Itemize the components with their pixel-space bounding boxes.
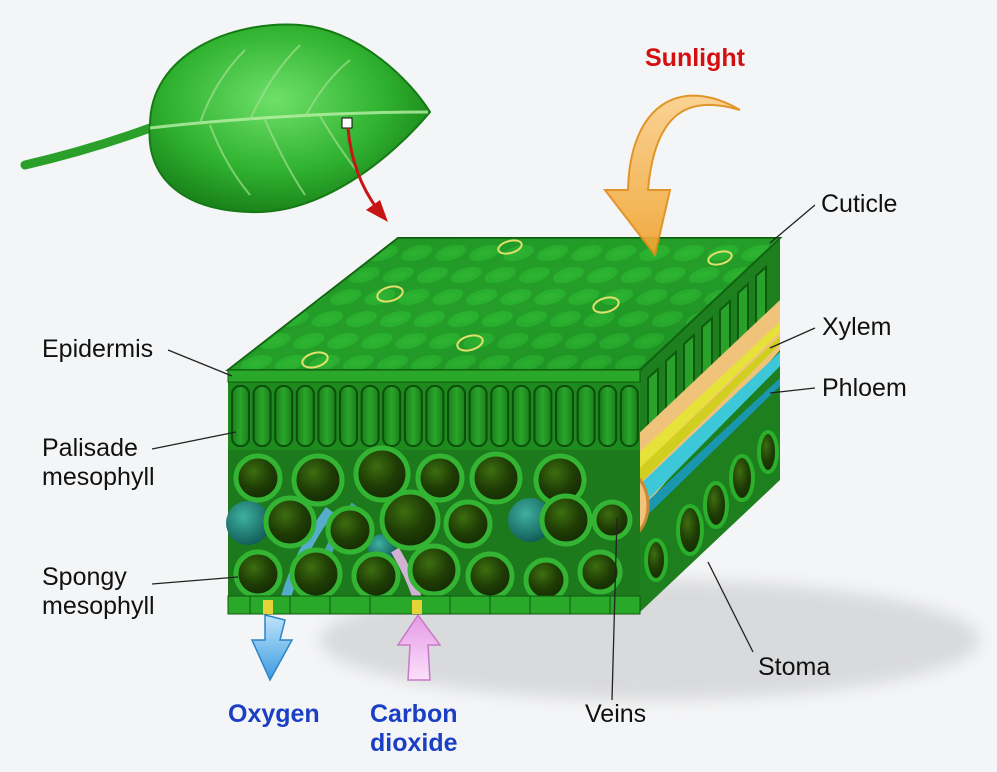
spongy-cell [325, 505, 375, 555]
carbon-dioxide-label: Carbon dioxide [370, 700, 458, 758]
palisade-cell [490, 385, 510, 447]
oxygen-arrow-icon [250, 614, 294, 682]
palisade-mesophyll-label: Palisade mesophyll [42, 434, 155, 492]
epidermis-label: Epidermis [42, 335, 154, 363]
leaf-icon [20, 23, 432, 222]
spongy-mesophyll-label: Spongy mesophyll [42, 563, 155, 621]
stoma-label: Stoma [758, 653, 831, 681]
stoma-opening-left [263, 600, 273, 614]
spongy-cell [351, 551, 401, 601]
spongy-cell [233, 549, 283, 599]
xylem-label: Xylem [822, 313, 892, 341]
palisade-cell [360, 385, 380, 447]
oxygen-label: Oxygen [228, 700, 320, 728]
carbon-dioxide-arrow-icon [396, 613, 442, 681]
xylem-tube [612, 322, 780, 490]
cuticle-label: Cuticle [821, 190, 898, 218]
palisade-cell [382, 385, 402, 447]
palisade-cell [274, 385, 294, 447]
palisade-label-line1: Palisade [42, 434, 138, 462]
spongy-cell [415, 453, 465, 503]
palisade-cell [619, 385, 639, 447]
leaf-block-top-face [225, 237, 783, 371]
palisade-cell [511, 385, 531, 447]
spongy-label-line2: mesophyll [42, 592, 155, 620]
palisade-cell [447, 385, 466, 447]
palisade-cell [252, 385, 272, 447]
palisade-cell [533, 385, 553, 447]
palisade-cell [295, 385, 315, 447]
palisade-cell [403, 385, 423, 447]
co2-label-line1: Carbon [370, 700, 458, 728]
spongy-cell [469, 451, 523, 505]
palisade-cell [468, 385, 488, 447]
spongy-cell [465, 551, 515, 601]
phloem-tube [618, 352, 780, 522]
palisade-label-line2: mesophyll [42, 463, 155, 491]
sunlight-label: Sunlight [645, 44, 745, 72]
palisade-cell [598, 385, 618, 447]
phloem-label: Phloem [822, 374, 907, 402]
pointer-arrow-icon [366, 200, 388, 222]
leaf-block-front-face [226, 369, 641, 615]
palisade-cell [555, 385, 574, 447]
spongy-cell [379, 489, 441, 551]
spongy-cell [289, 547, 343, 601]
spongy-cell [577, 549, 623, 595]
palisade-cell [317, 385, 337, 447]
spongy-cell [523, 557, 569, 603]
palisade-cell [231, 385, 250, 447]
co2-label-line2: dioxide [370, 729, 458, 757]
spongy-cell [407, 543, 461, 597]
spongy-cell [353, 445, 411, 503]
stoma-opening-center [412, 600, 422, 614]
palisade-cell [339, 385, 358, 447]
palisade-cell [576, 385, 596, 447]
spongy-cell [233, 453, 283, 503]
palisade-cell [425, 385, 445, 447]
veins-label: Veins [585, 700, 647, 728]
leader-lines [151, 204, 816, 701]
sunlight-arrow-icon [602, 94, 741, 258]
spongy-cell [443, 499, 493, 549]
spongy-cell [539, 493, 593, 547]
spongy-cell [263, 495, 317, 549]
spongy-label-line1: Spongy [42, 563, 127, 591]
spongy-cell [591, 499, 633, 541]
spongy-cell [291, 453, 345, 507]
